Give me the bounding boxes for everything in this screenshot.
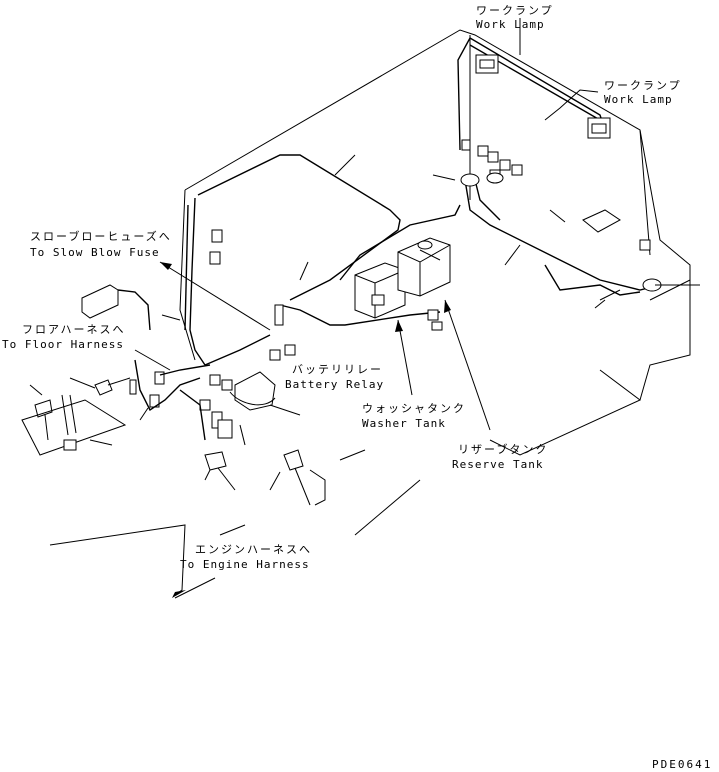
reserve-tank-label-en: Reserve Tank xyxy=(452,458,544,471)
floor-harness-connectors xyxy=(81,284,211,441)
connector-cluster-upper xyxy=(460,139,523,187)
battery-relay-label-jp: バッテリリレー xyxy=(292,363,383,376)
work-lamp-top-icon xyxy=(475,54,499,74)
reserve-tank-label-jp: リザーブタンク xyxy=(458,443,549,456)
battery-relay-icon xyxy=(199,371,276,439)
leader-lines xyxy=(29,18,700,599)
slow-blow-fuse-label-jp: スローブローヒューズへ xyxy=(30,230,172,243)
washer-tank-label-jp: ウォッシャタンク xyxy=(362,402,466,415)
floor-harness-label-en: To Floor Harness xyxy=(2,338,124,351)
window-harness xyxy=(184,154,441,366)
engine-harness-label-en: To Engine Harness xyxy=(180,558,310,571)
washer-tank-label-en: Washer Tank xyxy=(362,417,446,430)
engine-harness-label-jp: エンジンハーネスへ xyxy=(195,543,312,556)
work-lamp-top-label-jp: ワークランプ xyxy=(476,4,554,17)
work-lamp-right-label-jp: ワークランプ xyxy=(604,79,682,92)
work-lamp-right-label-en: Work Lamp xyxy=(604,93,673,106)
floor-harness-label-jp: フロアハーネスへ xyxy=(22,323,126,336)
battery-relay-label-en: Battery Relay xyxy=(285,378,385,391)
washer-tank-icon xyxy=(354,262,406,319)
bolts-and-brackets xyxy=(21,377,326,506)
window-connectors xyxy=(209,229,296,361)
reserve-tank-icon xyxy=(397,237,451,331)
drawing-code: PDE0641 xyxy=(652,758,713,771)
cab-outline xyxy=(179,29,691,536)
work-lamp-top-label-en: Work Lamp xyxy=(476,18,545,31)
work-lamp-right-icon xyxy=(587,117,611,139)
relay-bracket xyxy=(582,209,662,292)
slow-blow-fuse-label-en: To Slow Blow Fuse xyxy=(30,246,160,259)
